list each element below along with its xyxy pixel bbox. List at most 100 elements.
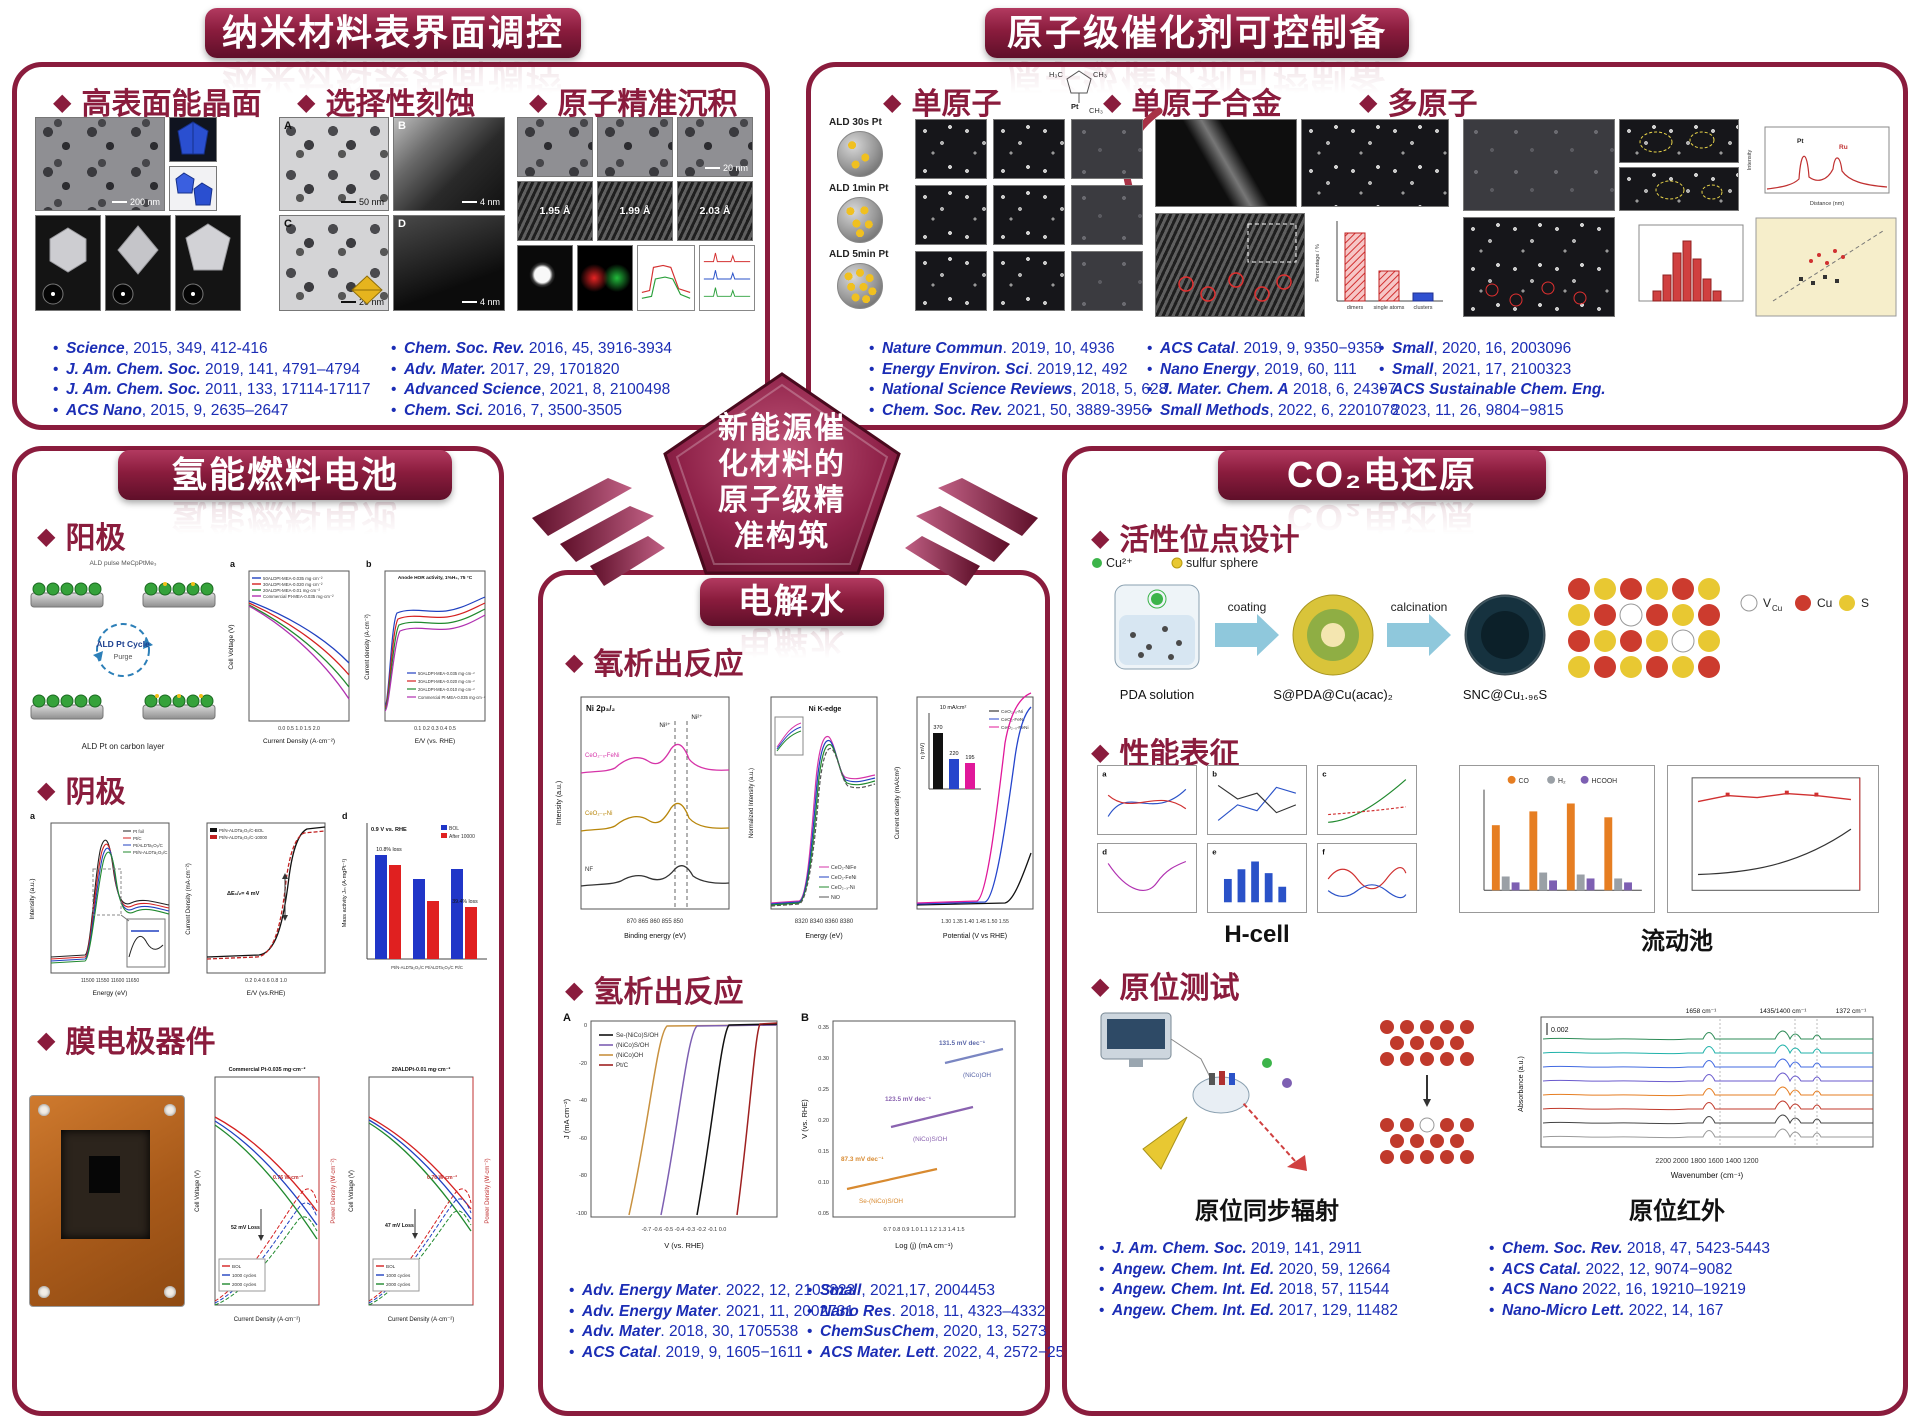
- peak-annotation: 1658 cm⁻¹: [1686, 1008, 1717, 1015]
- ref-detail: 2018, 6, 24397: [1288, 381, 1397, 398]
- x-ticks: 2200 2000 1800 1600 1400 1200: [1655, 1158, 1758, 1165]
- chart-title: Ni 2p₃/₂: [586, 704, 615, 713]
- ref-detail: . 2019,12, 492: [1028, 360, 1128, 378]
- ald-label: ALD 5min Pt: [829, 249, 889, 260]
- x-axis-label: Binding energy (eV): [624, 933, 686, 940]
- stem-image: [1463, 217, 1615, 317]
- ref-detail: , 2021, 17, 2100323: [1433, 360, 1572, 378]
- diamond-icon: ◆: [883, 88, 902, 116]
- performance-mini-chart: c: [1317, 765, 1417, 835]
- legend-item: Pt/N-ALDTa₂O₅/C: [133, 850, 167, 855]
- x-axis-label: E/V (vs.RHE): [247, 990, 286, 997]
- panel-letter: C: [284, 218, 292, 230]
- section-label: 氢析出反应: [593, 976, 744, 1009]
- diagram-caption: ALD Pt on carbon layer: [82, 742, 165, 751]
- coating-arrow-label: coating: [1228, 600, 1267, 614]
- legend-item: 50ALDPt-MEA-0.035 mg·cm⁻²: [263, 576, 323, 581]
- ald-sphere-icon: [837, 263, 883, 309]
- reference: Nano Energy, 2019, 60, 111: [1145, 360, 1399, 381]
- section-single-atom: ◆ 单原子: [883, 79, 1001, 123]
- section-label: 原子精准沉积: [557, 88, 738, 121]
- banner-electrolysis-text: 电解水: [738, 583, 846, 621]
- x-ticks: 8320 8340 8360 8380: [795, 919, 854, 925]
- ref-journal: ACS Catal: [582, 1343, 657, 1361]
- reference: ACS Sustainable Chem. Eng. 2023, 11, 26,…: [1377, 380, 1642, 421]
- purge-label: Purge: [114, 654, 133, 661]
- legend-item: CeO₂₋ₓ-Ni: [831, 885, 855, 891]
- reference: Chem. Sci. 2016, 7, 3500-3505: [389, 401, 672, 422]
- section-label: 选择性刻蚀: [325, 88, 476, 121]
- her-lsv-chart: A 0 -20 -40 -60 -80 -100 Se-(NiCo)S/OH (…: [557, 1005, 787, 1263]
- scale-bar: 4 nm: [461, 197, 500, 207]
- insitu-ir-spectra-chart: 0.002 1658 cm⁻¹ 1435/1400 cm⁻¹ 1372 cm⁻¹…: [1511, 999, 1889, 1184]
- diamond-icon: ◆: [1359, 88, 1378, 116]
- ref-journal: Adv. Mater.: [404, 360, 486, 378]
- reference: ACS Catal. 2019, 9, 1605−1611: [567, 1343, 855, 1364]
- y-tick: 0.05: [818, 1211, 829, 1217]
- overpotential-value: 220: [949, 751, 958, 757]
- chart-title: Anode HOR activity, 1%H₂, 75 °C: [398, 575, 473, 581]
- y-tick: 0.10: [818, 1180, 829, 1186]
- vacancy-legend-subscript: Cu: [1772, 604, 1782, 613]
- ref-detail: 2017, 29, 1701820: [485, 360, 620, 378]
- section-her: ◆氢析出反应: [565, 967, 743, 1011]
- panel-letter: e: [1212, 848, 1217, 857]
- banner-nano-text: 纳米材料表界面调控: [221, 12, 564, 53]
- ref-journal: Advanced Science: [404, 381, 541, 398]
- faradaic-efficiency-bar-chart: CO H₂ HCOOH: [1459, 765, 1655, 913]
- section-mea-device: ◆膜电极器件: [37, 1017, 215, 1061]
- banner-nano-title: 纳米材料表界面调控: [205, 8, 581, 58]
- her-tafel-chart: B 0.35 0.30 0.25 0.20 0.15 0.10 0.05 131…: [795, 1005, 1025, 1263]
- ref-journal: Angew. Chem. Int. Ed.: [1112, 1260, 1275, 1278]
- lattice-image: 2.03 Å: [677, 181, 753, 241]
- lattice-model: [1568, 578, 1720, 678]
- ald-cycle-diagram: ALD pulse MeCpPtMe₃ ALD Pt Cycle Purge A…: [30, 560, 216, 751]
- haadf-image: [1071, 251, 1143, 311]
- reference: Chem. Soc. Rev. 2018, 47, 5423-5443: [1487, 1239, 1770, 1260]
- panel-letter: a: [1102, 770, 1107, 779]
- mea-catalyst-layer: [89, 1155, 120, 1193]
- atomic-reference-list-2: ACS Catal. 2019, 9, 9350−9358 Nano Energ…: [1145, 339, 1399, 421]
- ref-journal: J. Mater. Chem. A: [1160, 381, 1289, 398]
- x-ticks: 11500 11550 11600 11650: [81, 978, 140, 984]
- atom-circles-overlay: [1485, 281, 1587, 307]
- chart-title: Ni K-edge: [809, 706, 842, 713]
- ref-journal: Adv. Energy Mater: [582, 1282, 718, 1299]
- ref-journal: Chem. Soc. Rev.: [882, 401, 1003, 419]
- peak-power-annotation: 0.76 W·cm⁻²: [427, 1175, 457, 1181]
- methyl-label: CH₃: [1089, 106, 1103, 115]
- x-axis-label: E/V (vs. RHE): [415, 738, 455, 745]
- reference: J. Mater. Chem. A 2018, 6, 24397: [1145, 380, 1399, 401]
- peak-annotation: 1372 cm⁻¹: [1836, 1008, 1867, 1015]
- section-label: 单原子: [911, 88, 1002, 121]
- legend-item: BOL: [386, 1264, 396, 1269]
- legend-item: BOL: [449, 826, 459, 832]
- legend-item: 20ALDPt-MEA-0.010 mg·cm⁻²: [418, 687, 475, 692]
- section-label: 阳极: [65, 522, 126, 555]
- panel-letter: c: [1322, 770, 1327, 779]
- panel-atomic-catalysts: ◆单原子 ◆单原子合金 ◆多原子 H₃C CH₃ CH₃ Pt ALD 30s …: [806, 62, 1908, 430]
- haadf-image: [993, 185, 1065, 245]
- tafel-slope: 87.3 mV dec⁻¹: [841, 1156, 883, 1163]
- haadf-particle-image: [517, 245, 573, 311]
- reference: Chem. Soc. Rev. 2021, 50, 3889-3956: [867, 401, 1167, 422]
- dimer-circles-overlay: [1178, 223, 1297, 302]
- lattice-image: [1155, 213, 1305, 317]
- ref-detail: 2021, 50, 3889-3956: [1002, 401, 1150, 419]
- diamond-icon: ◆: [37, 776, 56, 804]
- curve-label: CeO₂₋ₓ-FeNi: [585, 753, 619, 759]
- screw-hole: [164, 1286, 176, 1298]
- stability-chart: [1667, 765, 1879, 913]
- legend-item: Pt/N-ALDTa₂O₅/C-BOL: [219, 828, 264, 833]
- panel-letter: d: [1102, 848, 1107, 857]
- legend-item: CeO₂₋ₓ-FeNi: [1001, 725, 1029, 731]
- reference: Small Methods, 2022, 6, 2201078: [1145, 401, 1399, 422]
- ref-journal: J. Am. Chem. Soc.: [66, 360, 201, 378]
- panel-letter: a: [230, 559, 236, 569]
- section-in-situ-testing: ◆原位测试: [1091, 963, 1239, 1007]
- legend-item: BOL: [232, 1264, 242, 1269]
- y-axis-label: V (vs. RHE): [800, 1099, 809, 1139]
- ref-detail: 2022, 14, 167: [1624, 1301, 1724, 1319]
- electrolysis-reference-list-2: Small, 2021,17, 2004453 Nano Res. 2018, …: [805, 1281, 1082, 1363]
- y-axis-label: Normalized Intensity (a.u.): [749, 768, 755, 838]
